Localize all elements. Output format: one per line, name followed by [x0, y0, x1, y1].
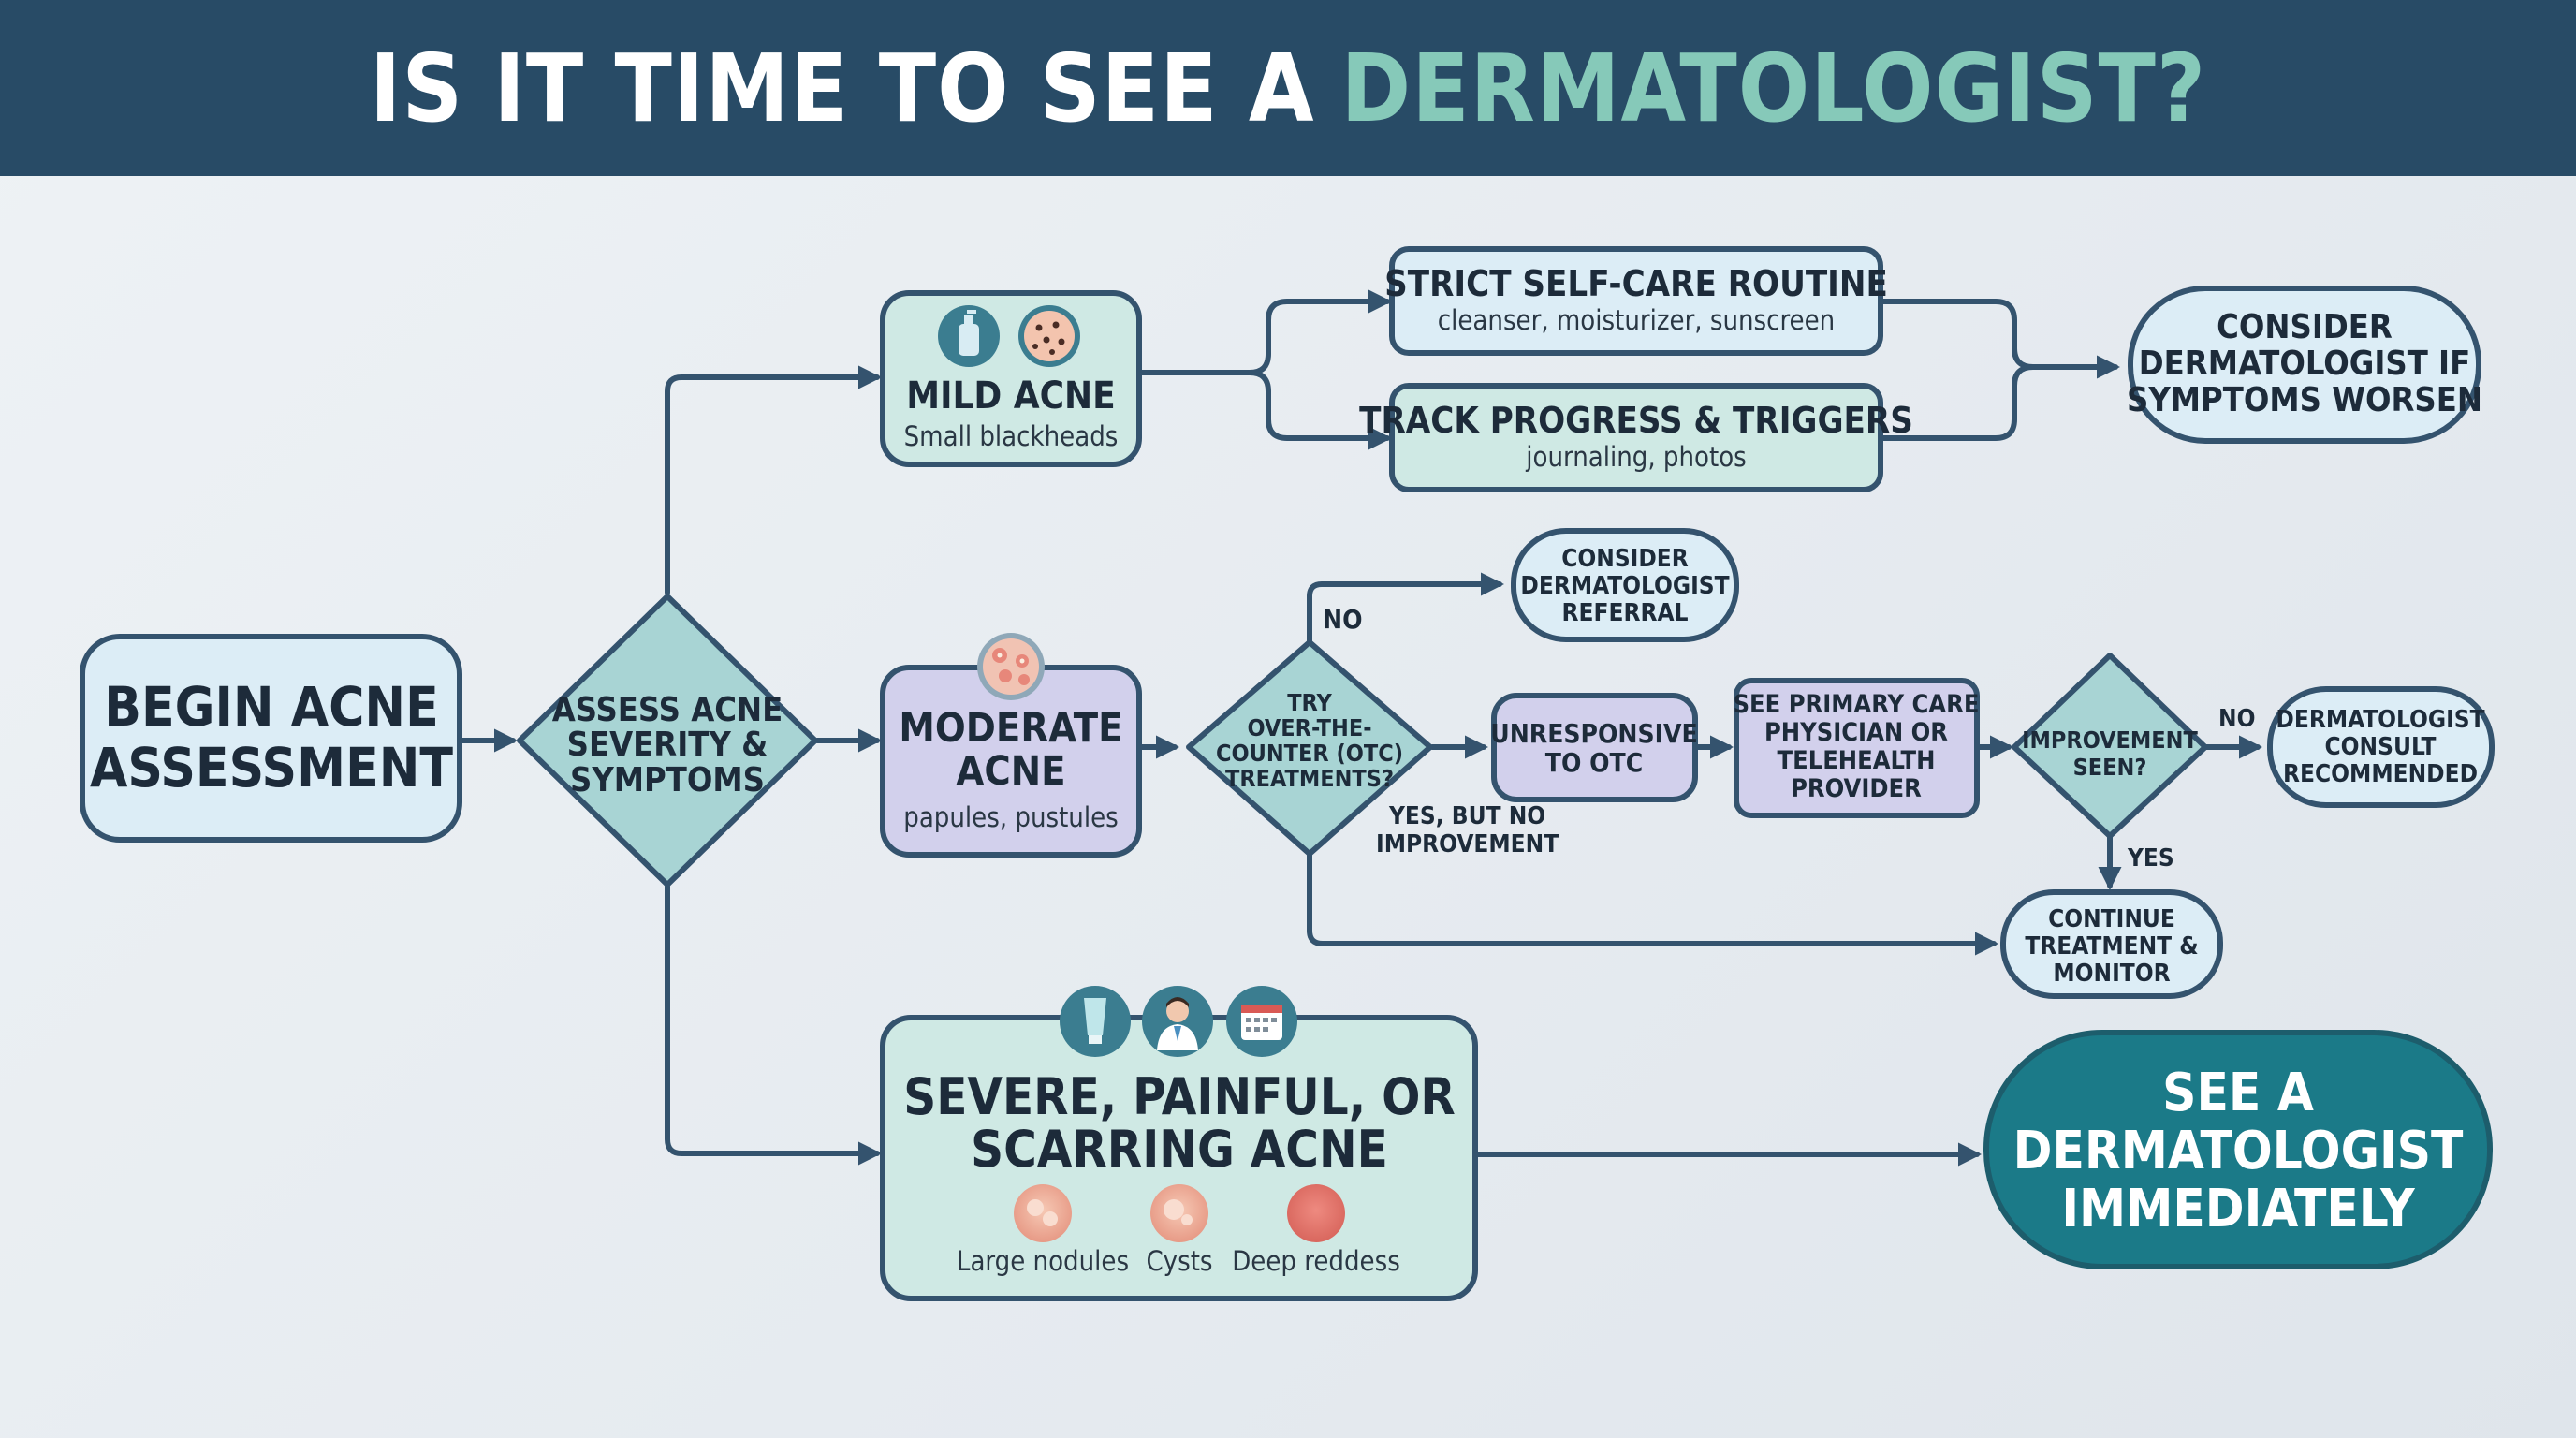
symptom-large-nodules: Large nodules	[957, 1245, 1129, 1277]
edge-label-no-referral: NO	[1323, 604, 1363, 635]
track-subtitle: journaling, photos	[1525, 441, 1747, 473]
begin-line-1: BEGIN ACNE	[104, 675, 438, 739]
node-mild-acne: MILD ACNE Small blackheads	[880, 290, 1142, 467]
severe-line-1: SEVERE, PAINFUL, OR	[903, 1067, 1456, 1126]
edge-label-yes-but-no: YES, BUT NO	[1388, 802, 1545, 830]
title-prefix: IS IT TIME TO SEE A	[369, 33, 1315, 143]
edge-otc-referral	[1307, 572, 1505, 645]
continue-line-1: CONTINUE	[2048, 905, 2175, 933]
node-try-otc-decision: TRY OVER-THE- COUNTER (OTC) TREATMENTS?	[1186, 639, 1433, 857]
improvement-line-2: SEEN?	[2073, 754, 2147, 781]
node-primary-care: SEE PRIMARY CARE PHYSICIAN OR TELEHEALTH…	[1734, 678, 1980, 818]
consult-line-3: RECOMMENDED	[2283, 760, 2478, 788]
symptom-cysts: Cysts	[1146, 1245, 1212, 1277]
cyst-skin-icon	[1150, 1184, 1208, 1242]
moderate-line-2: ACNE	[956, 748, 1065, 795]
node-begin-assessment: BEGIN ACNE ASSESSMENT	[80, 634, 462, 843]
improvement-line-1: IMPROVEMENT	[2022, 726, 2198, 754]
assess-line-2: SEVERITY &	[567, 726, 768, 764]
unresponsive-line-2: TO OTC	[1545, 747, 1643, 778]
consult-line-1: DERMATOLOGIST	[2276, 706, 2484, 734]
node-continue-treatment: CONTINUE TREATMENT & MONITOR	[2000, 889, 2223, 999]
worsen-line-1: CONSIDER	[2217, 308, 2393, 346]
worsen-line-2: DERMATOLOGIST IF	[2139, 345, 2470, 383]
connectors	[458, 289, 2263, 1167]
see-derm-line-2: DERMATOLOGIST	[2013, 1121, 2464, 1181]
consult-line-2: CONSULT	[2324, 733, 2436, 761]
calendar-icon	[1226, 986, 1297, 1057]
node-severe-acne: SEVERE, PAINFUL, OR SCARRING ACNE Large …	[880, 986, 1478, 1301]
primary-line-4: PROVIDER	[1791, 774, 1922, 803]
edge-selfcare-merge	[1879, 299, 2036, 370]
node-assess-severity: ASSESS ACNE SEVERITY & SYMPTOMS	[517, 594, 818, 888]
mild-subtitle: Small blackheads	[904, 420, 1119, 452]
node-derm-consult: DERMATOLOGIST CONSULT RECOMMENDED	[2267, 686, 2495, 808]
continue-line-3: MONITOR	[2053, 960, 2170, 988]
edge-mild-selfcare	[1247, 289, 1393, 375]
title-accent: DERMATOLOGIST?	[1340, 33, 2207, 143]
referral-line-1: CONSIDER	[1561, 545, 1689, 573]
mild-title: MILD ACNE	[906, 374, 1116, 418]
node-self-care-routine: STRICT SELF-CARE ROUTINE cleanser, moist…	[1384, 246, 1888, 356]
otc-line-2: OVER-THE-	[1247, 714, 1371, 741]
blackhead-skin-icon	[1018, 305, 1080, 367]
otc-line-4: TREATMENTS?	[1225, 765, 1394, 792]
moderate-line-1: MODERATE	[899, 705, 1122, 752]
worsen-line-3: SYMPTOMS WORSEN	[2127, 381, 2482, 419]
node-see-dermatologist-immediately: SEE A DERMATOLOGIST IMMEDIATELY	[1983, 1030, 2493, 1269]
edge-otc-continue	[1307, 851, 1999, 956]
node-moderate-acne: MODERATE ACNE papules, pustules	[880, 633, 1142, 858]
severe-line-2: SCARRING ACNE	[971, 1120, 1388, 1179]
primary-line-1: SEE PRIMARY CARE	[1734, 690, 1980, 719]
pustule-skin-icon	[977, 633, 1045, 700]
symptom-deep-reddess: Deep reddess	[1232, 1245, 1400, 1277]
edge-label-no-consult: NO	[2218, 705, 2255, 733]
edge-mild-track	[1247, 370, 1393, 450]
see-derm-line-3: IMMEDIATELY	[2061, 1179, 2415, 1240]
see-derm-line-1: SEE A	[2162, 1063, 2314, 1123]
begin-line-2: ASSESSMENT	[90, 736, 453, 800]
referral-line-3: REFERRAL	[1561, 599, 1688, 627]
moderate-subtitle: papules, pustules	[903, 801, 1119, 833]
unresponsive-line-1: UNRESPONSIVE	[1490, 718, 1697, 749]
title-banner: IS IT TIME TO SEE A DERMATOLOGIST?	[0, 0, 2576, 176]
track-title: TRACK PROGRESS & TRIGGERS	[1359, 400, 1913, 441]
edge-assess-mild	[665, 365, 883, 595]
doctor-icon	[1142, 986, 1213, 1057]
edge-assess-severe	[665, 884, 883, 1166]
primary-line-3: TELEHEALTH	[1778, 746, 1936, 775]
node-track-progress: TRACK PROGRESS & TRIGGERS journaling, ph…	[1359, 383, 1913, 492]
self-care-title: STRICT SELF-CARE ROUTINE	[1384, 263, 1888, 304]
otc-line-3: COUNTER (OTC)	[1216, 740, 1403, 767]
edge-label-yes-continue: YES	[2127, 844, 2174, 873]
node-consider-if-worsen: CONSIDER DERMATOLOGIST IF SYMPTOMS WORSE…	[2127, 286, 2482, 444]
node-consider-referral: CONSIDER DERMATOLOGIST REFERRAL	[1511, 528, 1739, 642]
edge-track-merge	[1879, 364, 2036, 441]
node-improvement-decision: IMPROVEMENT SEEN?	[2012, 653, 2208, 839]
assess-line-3: SYMPTOMS	[570, 761, 765, 800]
primary-line-2: PHYSICIAN OR	[1764, 718, 1948, 747]
continue-line-2: TREATMENT &	[2025, 932, 2198, 961]
tube-icon	[1060, 986, 1131, 1057]
self-care-subtitle: cleanser, moisturizer, sunscreen	[1438, 304, 1835, 336]
otc-line-1: TRY	[1287, 689, 1332, 716]
referral-line-2: DERMATOLOGIST	[1520, 572, 1729, 600]
assess-line-1: ASSESS ACNE	[552, 691, 783, 729]
nodule-skin-icon	[1014, 1184, 1072, 1242]
node-unresponsive-otc: UNRESPONSIVE TO OTC	[1490, 693, 1698, 802]
redness-skin-icon	[1287, 1184, 1345, 1242]
edge-label-improvement: IMPROVEMENT	[1376, 830, 1559, 858]
cleanser-bottle-icon	[938, 305, 1000, 367]
